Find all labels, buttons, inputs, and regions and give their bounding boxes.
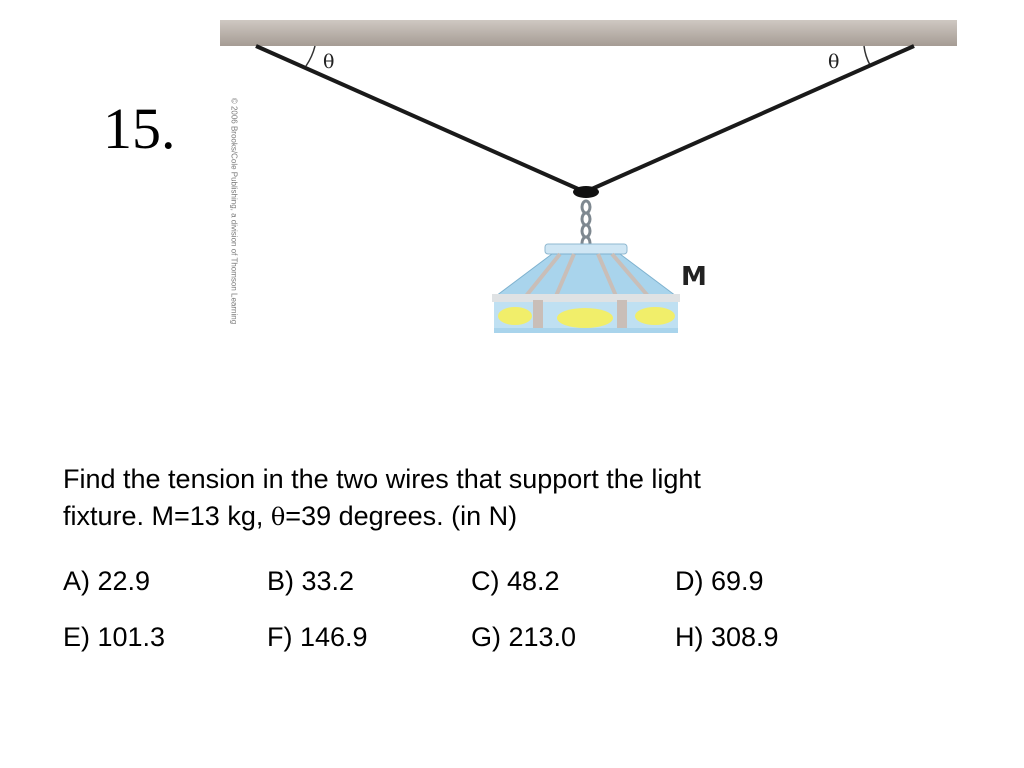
tension-diagram: θ θ M: [220, 20, 957, 333]
question-line-2-suffix: =39 degrees. (in N): [285, 501, 518, 531]
answer-f: F) 146.9: [267, 622, 368, 652]
chain: [580, 199, 592, 251]
copyright-credit: © 2006 Brooks/Cole Publishing, a divisio…: [224, 88, 244, 334]
answer-row-1: A) 22.9 B) 33.2 C) 48.2 D) 69.9: [63, 563, 879, 619]
question-line-2-prefix: fixture. M=13 kg,: [63, 501, 271, 531]
answer-g: G) 213.0: [471, 622, 577, 652]
answer-b: B) 33.2: [267, 566, 355, 596]
credit-text: © 2006 Brooks/Cole Publishing, a divisio…: [229, 97, 239, 325]
answer-choices: A) 22.9 B) 33.2 C) 48.2 D) 69.9 E) 101.3…: [63, 563, 879, 675]
junction-knot: [573, 186, 599, 198]
angle-arc-right: [863, 45, 871, 66]
answer-row-2: E) 101.3 F) 146.9 G) 213.0 H) 308.9: [63, 619, 879, 675]
light-fixture: [492, 243, 680, 333]
theta-symbol: θ: [270, 503, 286, 531]
question-line-1: Find the tension in the two wires that s…: [63, 464, 701, 494]
answer-e: E) 101.3: [63, 622, 166, 652]
mass-label: M: [681, 262, 707, 292]
answer-c: C) 48.2: [471, 566, 560, 596]
theta-label-left: θ: [323, 51, 334, 73]
left-wire: [255, 44, 586, 194]
right-wire: [584, 44, 915, 194]
ceiling-bar: [220, 20, 957, 46]
slide-number: 15.: [103, 96, 176, 161]
answer-d: D) 69.9: [675, 566, 764, 596]
question-text: Find the tension in the two wires that s…: [63, 461, 963, 536]
angle-arc-left: [305, 45, 316, 67]
question-line-2: fixture. M=13 kg, θ=39 degrees. (in N): [63, 498, 963, 536]
theta-label-right: θ: [828, 51, 839, 73]
answer-h: H) 308.9: [675, 622, 779, 652]
answer-a: A) 22.9: [63, 566, 151, 596]
